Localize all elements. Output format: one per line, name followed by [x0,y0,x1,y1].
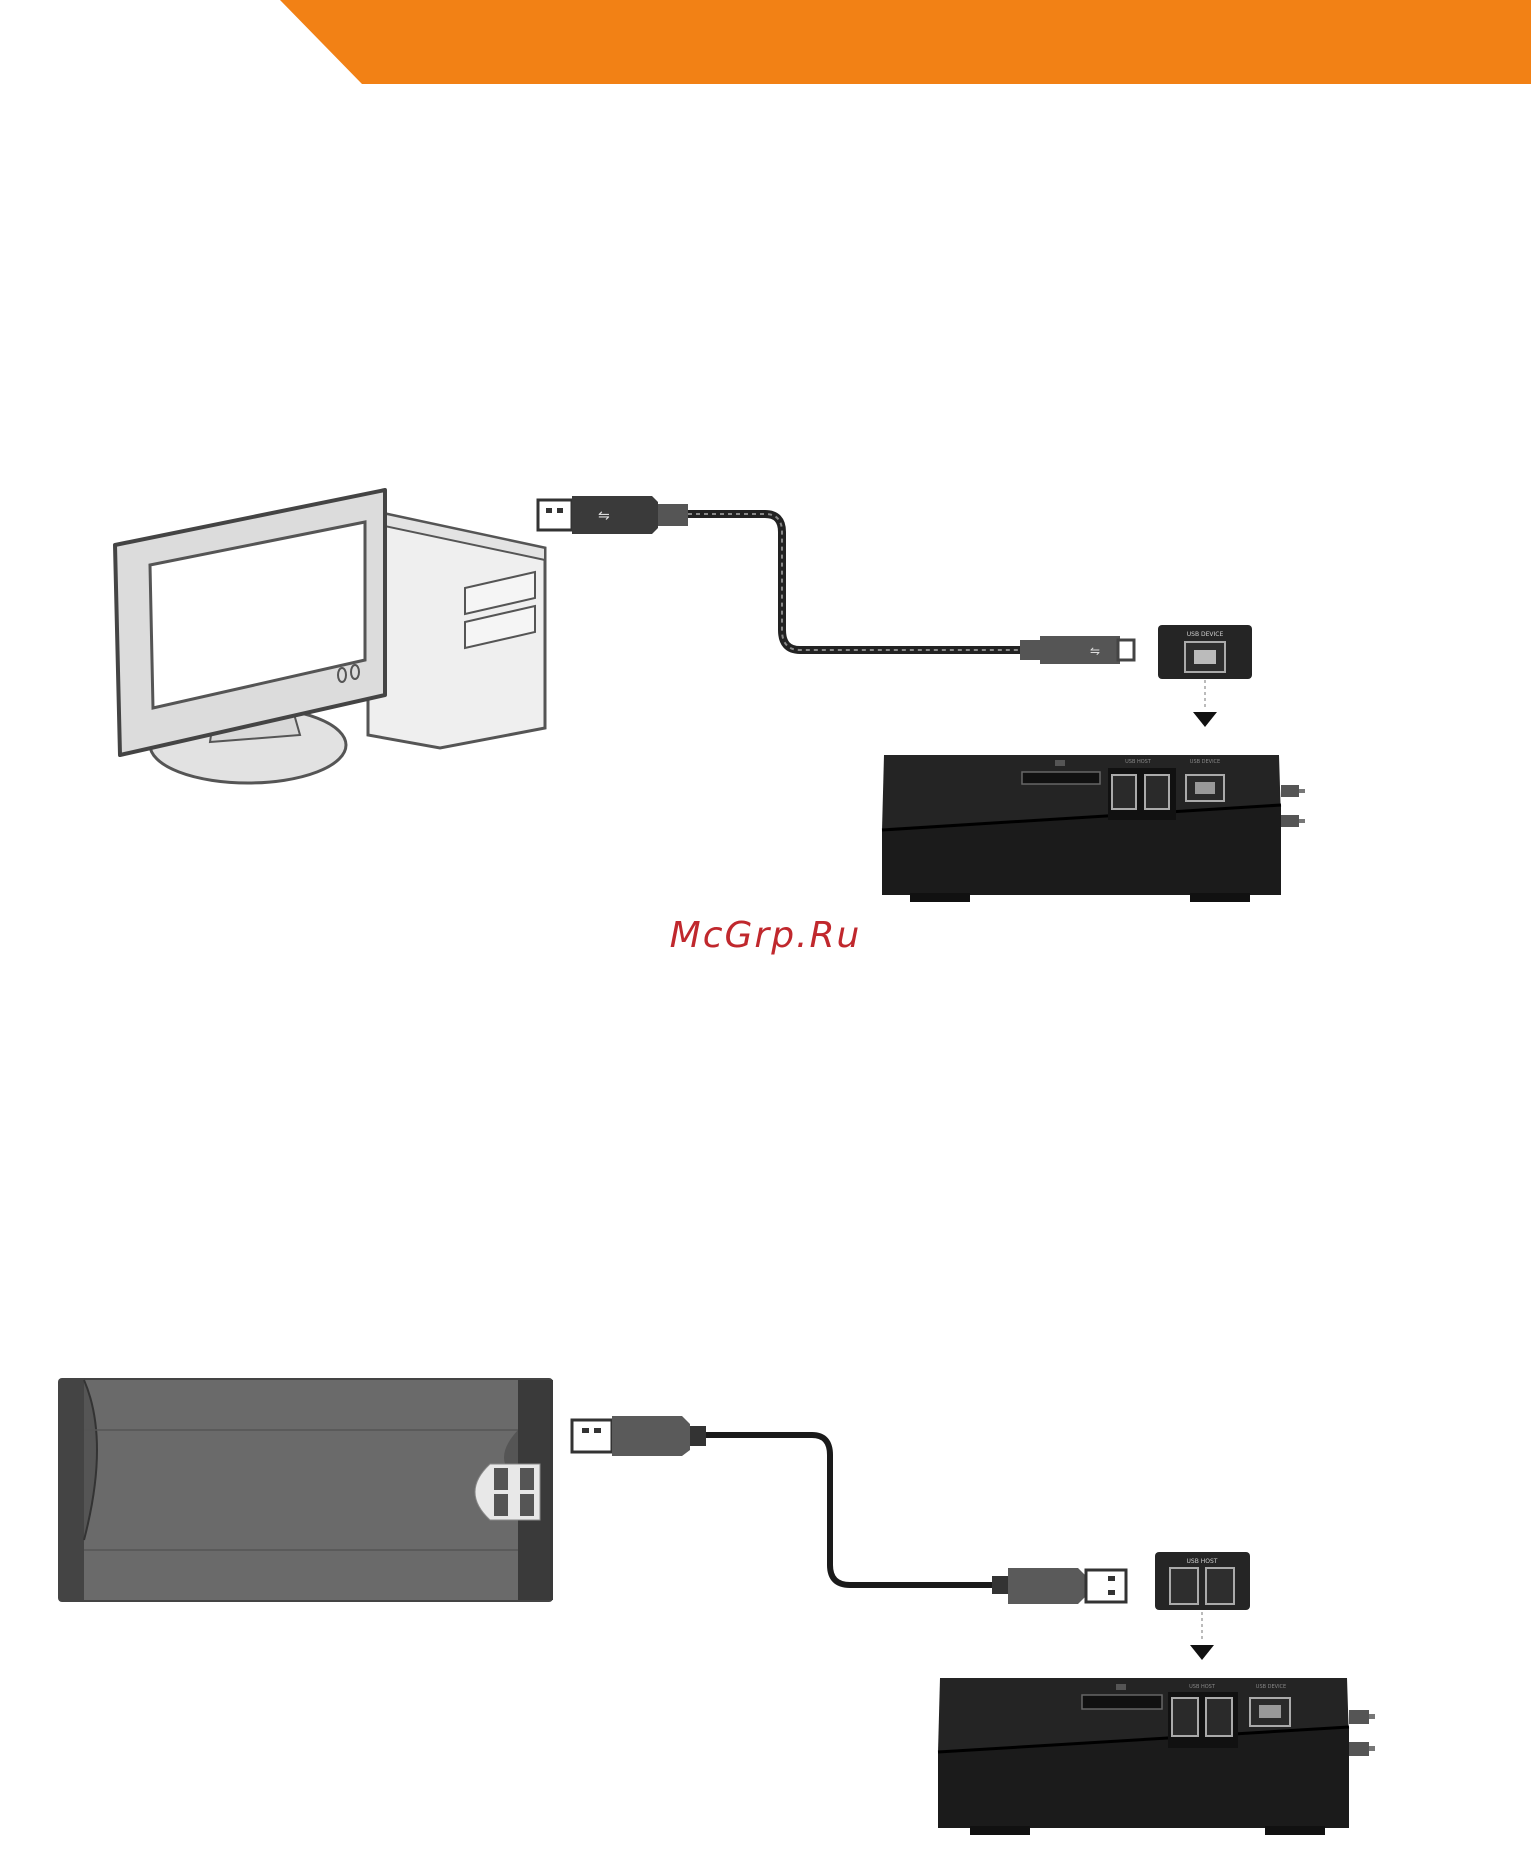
usb-a-connector-body [572,496,658,534]
usb-host-label: USB HOST [1189,1684,1216,1690]
arrow-down-icon [1190,1645,1214,1660]
media-player-device-1: USB HOST USB DEVICE [882,755,1305,902]
usb-host-port-1 [1172,1698,1198,1736]
usb-device-label: USB DEVICE [1190,759,1220,765]
usb-host-port-2 [1206,1698,1232,1736]
drive-button [494,1494,508,1516]
usb-symbol-icon: ⇋ [598,508,610,524]
usb-device-label: USB DEVICE [1187,631,1224,638]
usb-a-connector-body [612,1416,690,1456]
drive-button [494,1468,508,1490]
usb-host-port-callout: USB HOST [1155,1552,1250,1660]
media-player-device-2: USB HOST USB DEVICE [938,1678,1375,1835]
card-slot [1022,772,1100,784]
usb-host-port-2 [1145,775,1169,809]
external-hard-drive-icon [58,1378,553,1602]
usb-cable-a-to-b: ⇋ ⇋ [538,496,1134,664]
card-slot [1082,1695,1162,1709]
arrow-down-icon [1193,712,1217,727]
header-band [280,0,1531,84]
usb-host-label: USB HOST [1187,1558,1218,1565]
drive-button [520,1494,534,1516]
usb-a-plug [1086,1570,1126,1602]
usb-a-plug [572,1420,612,1452]
watermark-text: McGrp.Ru [0,915,1531,956]
usb-a-plug [538,500,572,530]
usb-b-connector-body [1040,636,1120,664]
usb-host-label: USB HOST [1125,759,1152,765]
usb-host-port-1 [1112,775,1136,809]
drive-button [520,1468,534,1490]
usb-cable-a-to-a [572,1416,1126,1604]
usb-device-label: USB DEVICE [1256,1684,1286,1690]
usb-a-connector-body [1008,1568,1086,1604]
usb-device-port-callout: USB DEVICE [1158,625,1252,727]
computer-icon [115,490,545,783]
usb-b-plug [1118,640,1134,660]
usb-symbol-icon: ⇋ [1090,644,1100,658]
